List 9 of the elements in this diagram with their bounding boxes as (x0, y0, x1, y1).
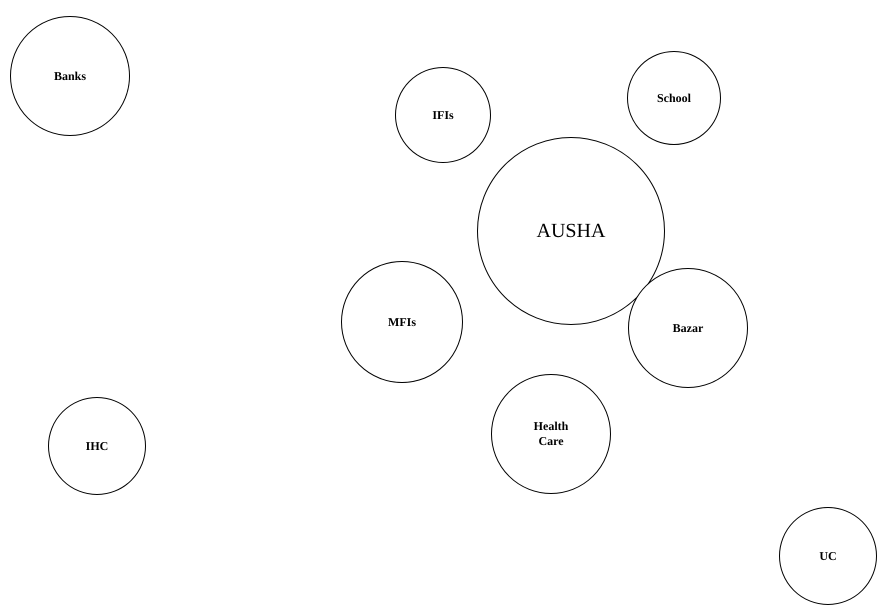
node-label: School (656, 90, 691, 106)
node-label: IFIs (432, 108, 454, 122)
node-label: AUSHA (536, 218, 606, 244)
node-label: Health Care (532, 419, 570, 449)
node-label: UC (819, 548, 837, 564)
node-label: Bazar (672, 320, 704, 336)
node-label: IHC (86, 438, 108, 454)
node-label: Banks (54, 68, 86, 84)
node-label: MFIs (388, 314, 416, 330)
